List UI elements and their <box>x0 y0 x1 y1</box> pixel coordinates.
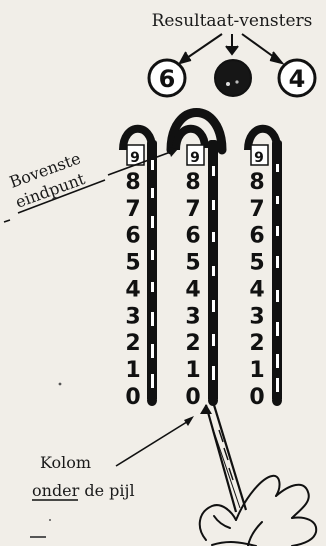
column-digit: 6 <box>249 224 264 249</box>
column-digit: 1 <box>249 358 264 383</box>
column-digit: 5 <box>125 251 140 276</box>
column-digit: 8 <box>125 170 140 195</box>
diagram-title: Resultaat-vensters <box>152 11 313 31</box>
column-digit: 7 <box>185 197 200 222</box>
column-digit: 4 <box>249 277 264 302</box>
svg-text:onder de pijl: onder de pijl <box>32 481 135 500</box>
note-rest: de pijl <box>79 481 134 500</box>
note-underlined-word: onder <box>32 481 80 500</box>
result-window-left-value: 6 <box>159 65 176 93</box>
result-window-left: 6 <box>149 60 185 96</box>
column-digit: 6 <box>125 224 140 249</box>
column-digit: 5 <box>249 251 264 276</box>
column-digit: 2 <box>185 331 200 356</box>
column-digit: 2 <box>125 331 140 356</box>
column-digit: 6 <box>185 224 200 249</box>
hand-illustration <box>200 476 316 546</box>
title-arrows <box>180 34 282 63</box>
column-digit: 7 <box>125 197 140 222</box>
column-digit: 8 <box>249 170 264 195</box>
pointer-pen <box>200 404 246 512</box>
column-digit: 4 <box>185 277 200 302</box>
column-digit: 1 <box>125 358 140 383</box>
column-digit: 5 <box>185 251 200 276</box>
column-digit: 8 <box>185 170 200 195</box>
column-digit: 9 <box>254 150 264 166</box>
result-window-right: 4 <box>279 60 315 96</box>
column-digit: 1 <box>185 358 200 383</box>
column-digit: 0 <box>125 385 140 410</box>
result-window-middle <box>215 60 251 96</box>
result-window-right-value: 4 <box>289 65 306 93</box>
column-under-arrow-note: Kolom onder de pijl <box>32 416 194 500</box>
column-digit: 7 <box>249 197 264 222</box>
column-digit: 3 <box>185 304 200 329</box>
column-digit: 9 <box>190 150 200 166</box>
column-digit: 3 <box>249 304 264 329</box>
column-digit: 0 <box>249 385 264 410</box>
note-line1: Kolom <box>40 453 91 472</box>
column-digit: 3 <box>125 304 140 329</box>
column-digit: 2 <box>249 331 264 356</box>
column-digit: 4 <box>125 277 140 302</box>
column-digit: 0 <box>185 385 200 410</box>
